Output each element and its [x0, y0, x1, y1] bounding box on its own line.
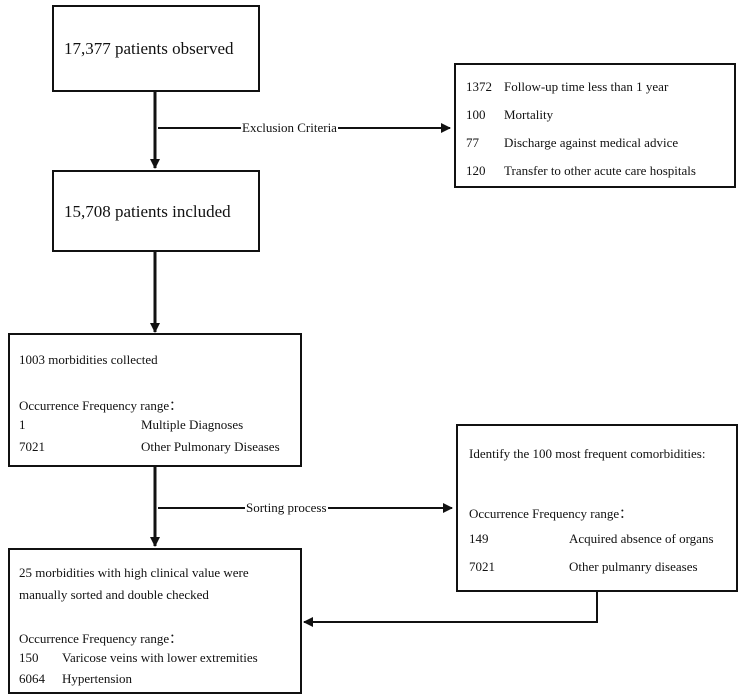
- collected-range-label: Occurrence Frequency range：: [19, 398, 183, 413]
- sorted-title-line2: manually sorted and double checked: [19, 587, 209, 602]
- collected-row-label: Other Pulmonary Diseases: [141, 439, 280, 454]
- sorted-box: 25 morbidities with high clinical value …: [8, 548, 302, 694]
- top100-row-label: Other pulmanry diseases: [569, 559, 698, 574]
- included-text: 15,708 patients included: [64, 202, 231, 221]
- top100-row-label: Acquired absence of organs: [569, 531, 714, 546]
- top100-row-value: 149: [469, 531, 489, 546]
- included-box: 15,708 patients included: [52, 170, 260, 252]
- top100-box: Identify the 100 most frequent comorbidi…: [456, 424, 738, 592]
- sorted-range-label: Occurrence Frequency range：: [19, 631, 183, 646]
- sorted-title-line1: 25 morbidities with high clinical value …: [19, 565, 249, 580]
- observed-text: 17,377 patients observed: [64, 39, 234, 58]
- sorting-process-label: Sorting process: [245, 500, 328, 516]
- collected-row-label: Multiple Diagnoses: [141, 417, 244, 432]
- exclusion-box: 1372 Follow-up time less than 1 year 100…: [454, 63, 736, 188]
- exclusion-count: 1372: [466, 79, 492, 94]
- exclusion-criteria-label: Exclusion Criteria: [241, 120, 338, 136]
- exclusion-reason: Transfer to other acute care hospitals: [504, 163, 696, 178]
- sorted-row-value: 6064: [19, 671, 45, 686]
- sorted-row-label: Varicose veins with lower extremities: [62, 650, 258, 665]
- top100-title: Identify the 100 most frequent comorbidi…: [469, 446, 706, 461]
- collected-row-value: 7021: [19, 439, 45, 454]
- exclusion-reason: Discharge against medical advice: [504, 135, 679, 150]
- exclusion-count: 100: [466, 107, 486, 122]
- line-top100-return: [305, 592, 598, 623]
- collected-title: 1003 morbidities collected: [19, 352, 158, 367]
- exclusion-count: 120: [466, 163, 486, 178]
- sorted-row-value: 150: [19, 650, 39, 665]
- top100-row-value: 7021: [469, 559, 495, 574]
- observed-box: 17,377 patients observed: [52, 5, 260, 92]
- exclusion-count: 77: [466, 135, 479, 150]
- sorted-row-label: Hypertension: [62, 671, 133, 686]
- exclusion-reason: Follow-up time less than 1 year: [504, 79, 669, 94]
- top100-range-label: Occurrence Frequency range：: [469, 506, 633, 521]
- collected-box: 1003 morbidities collected Occurrence Fr…: [8, 333, 302, 467]
- exclusion-reason: Mortality: [504, 107, 554, 122]
- collected-row-value: 1: [19, 417, 26, 432]
